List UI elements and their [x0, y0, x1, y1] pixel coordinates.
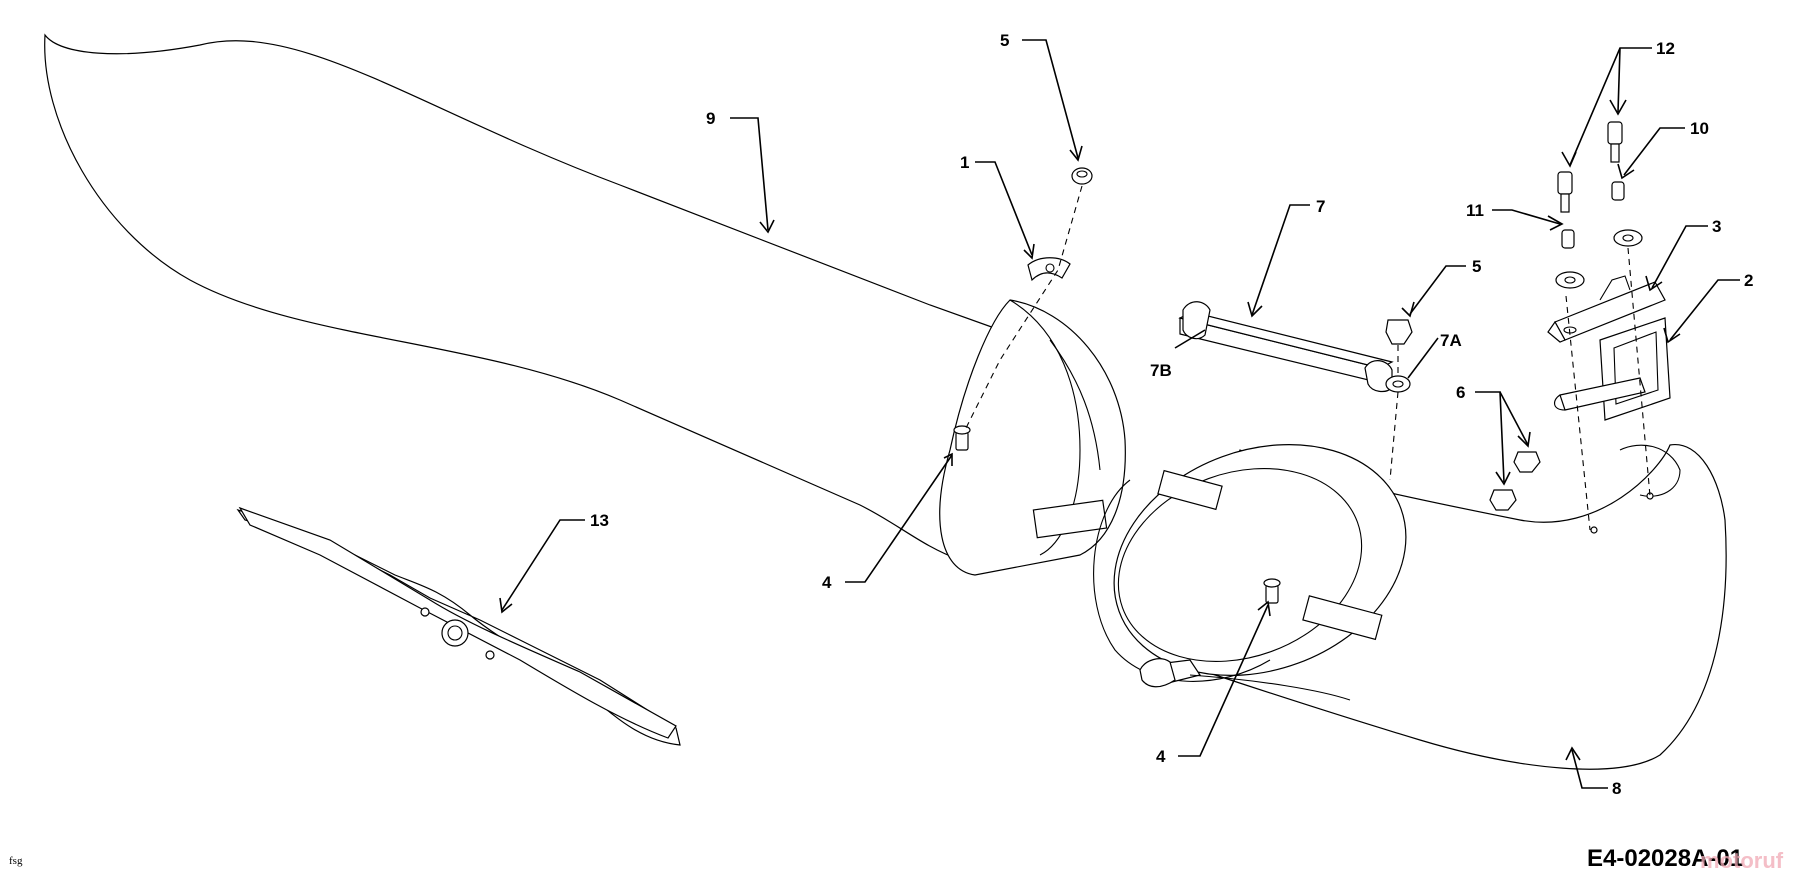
callout-11: 11 — [1466, 201, 1484, 220]
part-13-blade — [236, 506, 681, 746]
part-7-bar — [1178, 301, 1394, 393]
part-5-nut-upper — [1071, 167, 1093, 185]
callout-7b: 7B — [1150, 361, 1172, 380]
part-7a-lug — [1385, 375, 1411, 393]
callout-7: 7 — [1316, 197, 1325, 216]
callout-4-ring: 4 — [1156, 747, 1166, 766]
part-5-nut-lower — [1385, 319, 1413, 345]
assembly-line-bracket — [1565, 247, 1651, 531]
washer-left — [1555, 271, 1585, 289]
part-9-chute — [44, 33, 1126, 576]
leader-lines — [499, 39, 1740, 789]
callout-12: 12 — [1656, 39, 1675, 58]
part-8-housing — [1093, 444, 1727, 770]
part-2-frame — [1554, 317, 1671, 421]
callout-labels: 9 5 1 4 13 7 7A 7B 5 12 10 11 3 2 6 4 8 — [590, 31, 1753, 798]
callout-5-lower: 5 — [1472, 257, 1481, 276]
callout-1: 1 — [960, 153, 969, 172]
callout-2: 2 — [1744, 271, 1753, 290]
part-3-bracket — [1547, 275, 1666, 343]
corner-mark: fsg — [9, 855, 23, 867]
part-6-nut-a — [1513, 451, 1541, 473]
part-6-nut-b — [1489, 489, 1517, 511]
callout-9: 9 — [706, 109, 715, 128]
callout-10: 10 — [1690, 119, 1709, 138]
assembly-line-chute — [965, 185, 1083, 429]
part-12-screw-left — [1557, 171, 1573, 213]
callout-5-upper: 5 — [1000, 31, 1009, 50]
callout-7a: 7A — [1440, 331, 1462, 350]
watermark-text: motoruf — [1700, 848, 1784, 873]
part-12-screw-right — [1607, 121, 1623, 163]
part-1-clip — [1027, 257, 1071, 282]
callout-3: 3 — [1712, 217, 1721, 236]
part-11-spring — [1561, 229, 1575, 249]
washer-right — [1613, 229, 1643, 247]
part-10-spring — [1611, 181, 1625, 201]
drawing-code: E4-02028A-01 — [1587, 845, 1743, 872]
callout-13: 13 — [590, 511, 609, 530]
callout-4-chute: 4 — [822, 573, 832, 592]
callout-6: 6 — [1456, 383, 1465, 402]
callout-8: 8 — [1612, 779, 1621, 798]
assembly-line-bar — [1389, 345, 1399, 481]
